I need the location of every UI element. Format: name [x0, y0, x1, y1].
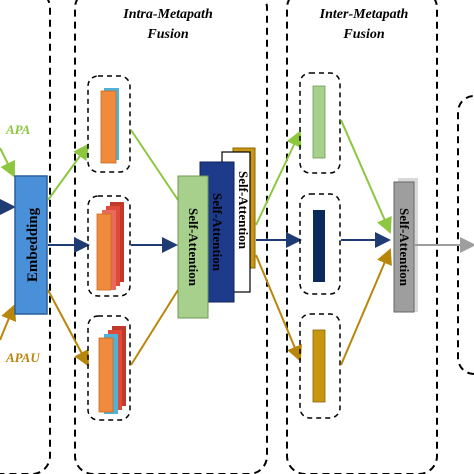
inter-title-line2: Fusion	[342, 27, 384, 42]
arrow-inter-top-to-sa	[340, 119, 392, 234]
embedding-label: Embedding	[25, 207, 41, 282]
stack-top-front	[100, 90, 117, 164]
intra-sa-label-navy: Self-Attention	[210, 193, 225, 272]
intra-stack-box-mid	[87, 195, 131, 297]
inter-vector-navy	[313, 210, 325, 282]
label-apau: APAU	[5, 350, 40, 365]
label-apa: APA	[5, 122, 31, 137]
inter-box-bottom	[299, 313, 341, 419]
arrow-emb-to-apa	[47, 143, 90, 201]
arrow-stack-bottom-to-sa	[130, 289, 179, 366]
intra-metapath-section-box	[74, 0, 268, 474]
arrow-sa-to-inter-bottom	[255, 254, 302, 362]
arrow-sa-to-inter-top	[255, 130, 302, 226]
inter-sa-block	[393, 181, 415, 313]
embedding-block	[14, 175, 48, 315]
arrow-apa-in	[0, 147, 15, 178]
arrow-apau-in	[0, 304, 17, 341]
arrow-inter-bottom-to-sa	[340, 248, 392, 366]
intra-title-line2: Fusion	[146, 27, 188, 42]
intra-stack-box-bottom	[87, 315, 131, 421]
intra-stack-box-top	[87, 75, 131, 173]
inter-box-mid	[299, 193, 341, 295]
stack-mid-front	[96, 213, 112, 291]
inter-title-line1: Inter-Metapath	[319, 7, 409, 22]
intra-sa-green	[177, 175, 209, 319]
stack-bottom-front	[98, 337, 114, 413]
inter-sa-label: Self-Attention	[397, 208, 412, 287]
intra-title-line1: Intra-Metapath	[122, 7, 213, 22]
inter-box-top	[299, 72, 341, 174]
arrow-emb-to-apau	[47, 289, 89, 367]
intra-sa-label-gold: Self-Attention	[236, 171, 251, 250]
inter-vector-green	[312, 85, 326, 159]
intra-sa-label-green: Self-Attention	[186, 208, 201, 287]
right-section-box	[457, 95, 474, 375]
arrow-stack-top-to-sa	[130, 129, 179, 201]
inter-vector-gold	[312, 329, 326, 403]
label-left-a: A	[0, 201, 5, 216]
